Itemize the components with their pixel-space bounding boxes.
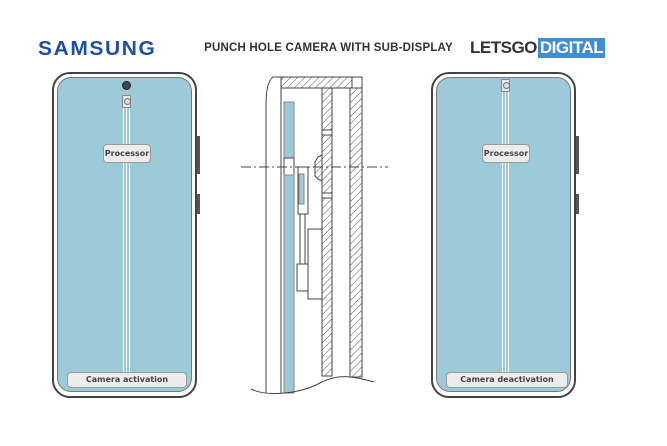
connection-wire — [502, 92, 509, 373]
sub-display-strip — [283, 101, 295, 159]
camera-activation-label: Camera activation — [67, 372, 187, 388]
punch-hole-camera-icon — [122, 81, 131, 90]
component-block — [296, 263, 309, 292]
camera-sensor — [298, 173, 305, 205]
logo-digital: DIGITAL — [537, 38, 606, 58]
side-button — [197, 194, 200, 214]
camera-module-icon — [122, 95, 131, 108]
letsgodigital-logo: LETSGO DIGITAL — [470, 38, 606, 58]
logo-letsgo: LETSGO — [470, 38, 537, 57]
phone-screen: Processor Camera deactivation — [436, 77, 571, 392]
right-phone: Processor Camera deactivation — [431, 72, 579, 398]
side-button — [576, 136, 579, 174]
lens-bump — [314, 154, 323, 182]
camera-module-icon — [501, 79, 510, 92]
board-block — [307, 228, 323, 300]
processor-label: Processor — [103, 144, 151, 163]
side-button — [197, 136, 200, 174]
samsung-logo: SAMSUNG — [38, 38, 157, 60]
display-strip — [283, 174, 295, 394]
diagram-title-text: PUNCH HOLE CAMERA WITH SUB-DISPLAY — [204, 42, 453, 54]
phone-screen: Processor Camera activation — [57, 77, 192, 392]
top-hatch — [280, 76, 353, 89]
break-line — [250, 376, 375, 394]
side-button — [576, 194, 579, 214]
camera-deactivation-label: Camera deactivation — [446, 372, 568, 388]
left-phone: Processor Camera activation — [52, 72, 200, 398]
outer-case-edge — [265, 76, 363, 393]
processor-label: Processor — [482, 144, 530, 163]
connection-wire — [123, 108, 130, 373]
diagram-title: PUNCH HOLE CAMERA WITH SUB-DISPLAY — [0, 42, 667, 54]
back-hatch — [349, 87, 363, 378]
